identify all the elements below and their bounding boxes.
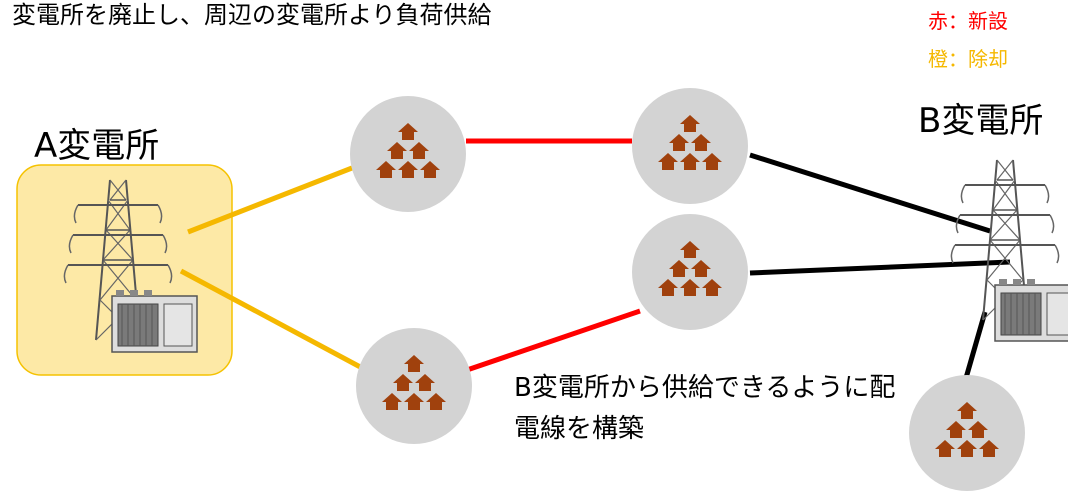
diagram-title: 変電所を廃止し、周辺の変電所より負荷供給 — [12, 1, 492, 29]
existing-line-node2-to-b — [749, 152, 991, 234]
existing-line-node3-to-b — [749, 259, 1011, 276]
substation-a-transformer-icon — [111, 289, 198, 353]
legend-new-label: 赤：新設 — [928, 9, 1008, 33]
load-node-2 — [632, 88, 748, 204]
new-line-node5-to-node3 — [466, 308, 641, 373]
removed-line-a-to-node5 — [179, 268, 366, 372]
legend-removed-label: 橙：除却 — [928, 47, 1008, 71]
load-node-5 — [356, 328, 472, 444]
annotation-text: B変電所から供給できるように配電線を構築 — [514, 373, 896, 444]
removed-line-a-to-node1 — [187, 165, 353, 235]
load-node-3 — [632, 214, 748, 330]
substation-a-label: A変電所 — [34, 126, 160, 166]
load-node-1 — [350, 96, 466, 212]
existing-line-node4-to-b — [963, 311, 988, 379]
load-node-4 — [909, 375, 1025, 491]
substation-b-label: B変電所 — [918, 101, 1044, 141]
substation-b-transformer-icon — [994, 278, 1068, 342]
